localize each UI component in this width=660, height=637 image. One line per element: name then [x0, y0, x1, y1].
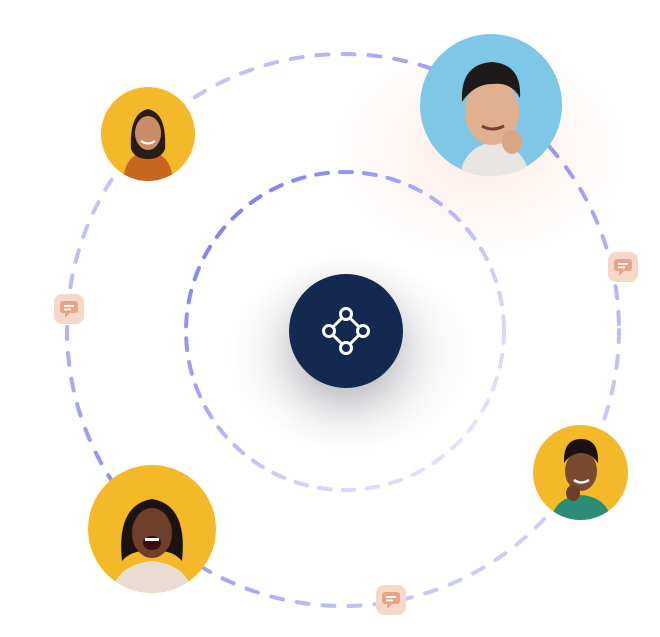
avatar-woman-laughing: [88, 465, 216, 593]
chat-bubble-icon: [382, 592, 400, 609]
chat-bubble-right: [608, 252, 638, 282]
avatar-woman-orange-shirt: [101, 87, 195, 181]
chat-bubble-icon: [614, 259, 632, 276]
avatar-man-smiling: [533, 425, 628, 520]
connection-nodes-icon: [322, 307, 370, 355]
avatar-man-blue-background: [420, 34, 562, 176]
inner-orbit-ring: [184, 170, 506, 492]
chat-bubble-left: [54, 294, 84, 324]
outer-orbit-ring: [65, 52, 621, 608]
hub-button: [289, 274, 403, 388]
chat-bubble-icon: [60, 301, 78, 318]
chat-bubble-bottom: [376, 585, 406, 615]
